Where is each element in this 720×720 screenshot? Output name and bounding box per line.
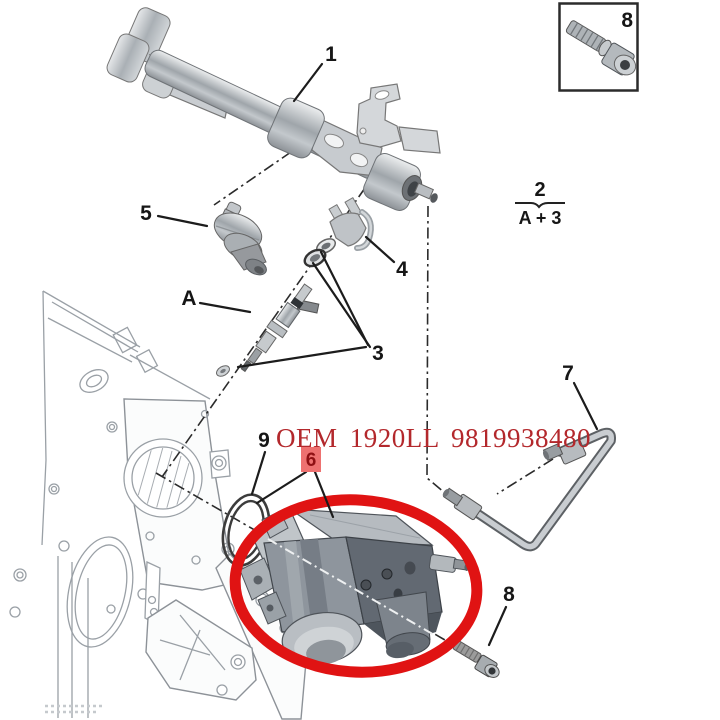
callout-6-pump: 6	[255, 447, 335, 519]
badge-6-label: 6	[306, 450, 317, 471]
seal-washers	[303, 238, 337, 268]
callout-7-pipe: 7	[562, 362, 574, 385]
fuel-rail	[106, 7, 441, 211]
callout-9-oring: 9	[258, 429, 270, 452]
callout-3-seals: 3	[372, 342, 384, 365]
fraction-brace	[515, 202, 565, 209]
pump-axis-white	[267, 538, 437, 637]
badge-6-background	[301, 447, 321, 472]
boxed-screw: 8	[558, 2, 639, 92]
engine-block-art	[9, 290, 309, 720]
mount-bolt	[452, 640, 500, 678]
assembly-denominator: A + 3	[519, 208, 562, 228]
axis-rail-to-pipe	[426, 205, 452, 499]
oem-watermark-text: OEM 1920LL 9819938480	[276, 423, 591, 453]
callout-1-rail: 1	[325, 43, 337, 66]
assembly-numerator: 2	[534, 179, 545, 201]
callout-4-clip: 4	[396, 258, 408, 281]
pump-highlight-ellipse	[229, 494, 483, 678]
callout-A-injector: A	[181, 287, 196, 310]
high-pressure-pipe	[442, 427, 617, 552]
fuel-injector	[216, 283, 320, 377]
callout-8-boxed: 8	[621, 9, 633, 32]
axis-rail-to-sensor	[213, 151, 292, 206]
axis-injector	[161, 187, 366, 478]
callout-8-bolt: 8	[503, 583, 515, 606]
callout-lines	[156, 62, 599, 647]
assembly-note: 2 A + 3	[515, 179, 565, 228]
callout-5-sensor: 5	[140, 202, 152, 225]
pressure-sensor	[213, 201, 267, 276]
rail-bracket	[356, 83, 402, 148]
